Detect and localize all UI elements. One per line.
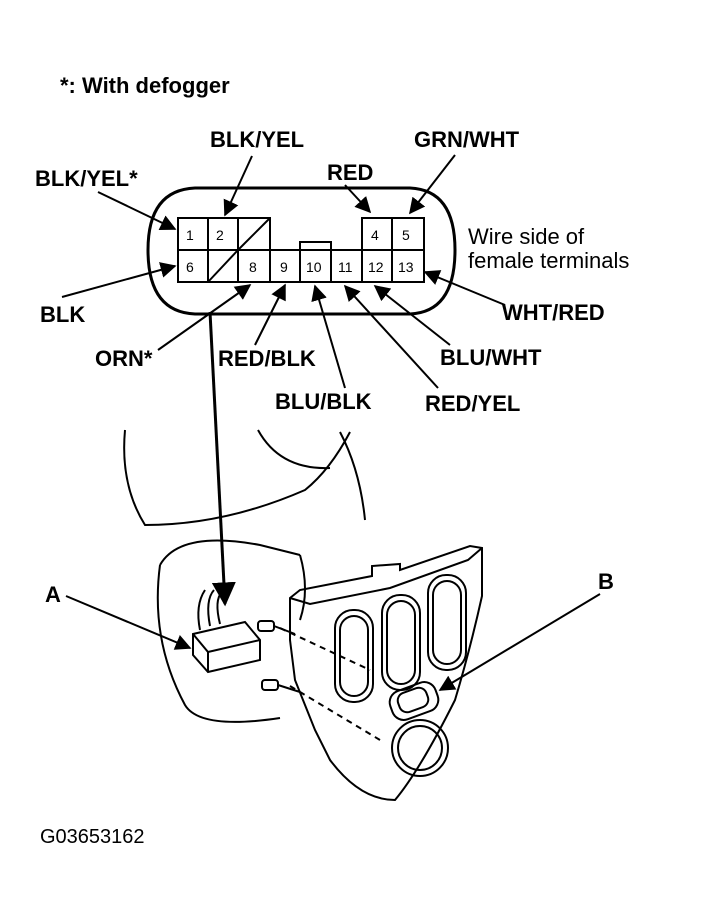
- wire-label-blu-blk: BLU/BLK: [275, 389, 372, 414]
- wire-label-blk-yel: BLK/YEL: [210, 127, 304, 152]
- connector-description-line1: Wire side of: [468, 224, 585, 249]
- pin-cell: [391, 249, 425, 283]
- pin-number: 12: [368, 259, 384, 275]
- control-unit-a: [192, 589, 261, 674]
- pin-cell: [237, 249, 271, 283]
- pin-number: 10: [306, 259, 322, 275]
- wire-label-wht-red: WHT/RED: [502, 300, 605, 325]
- screw-icon: [261, 679, 301, 693]
- pin-number: 4: [371, 227, 379, 243]
- pin-number: 9: [280, 259, 288, 275]
- pin-number: 1: [186, 227, 194, 243]
- connector-description-line2: female terminals: [468, 248, 629, 273]
- wire-label-blu-wht: BLU/WHT: [440, 345, 542, 370]
- callout-b-leader: [438, 593, 601, 691]
- pin-number: 2: [216, 227, 224, 243]
- leader-arrows: [61, 154, 506, 607]
- callout-a-leader: [65, 595, 192, 650]
- connector-latch: [299, 241, 332, 251]
- pin-number: 6: [186, 259, 194, 275]
- wire-label-blk: BLK: [40, 302, 85, 327]
- pin-number: 13: [398, 259, 414, 275]
- wire-label-blk-yel-star: BLK/YEL*: [35, 166, 138, 191]
- callout-b: B: [598, 569, 614, 594]
- pin-number: 5: [402, 227, 410, 243]
- pin-cell: [361, 217, 393, 251]
- figure-id: G03653162: [40, 826, 145, 848]
- pin-number: 8: [249, 259, 257, 275]
- pin-cell: [361, 249, 393, 283]
- wire-label-orn-star: ORN*: [95, 346, 153, 371]
- wire-label-red-yel: RED/YEL: [425, 391, 520, 416]
- wire-label-grn-wht: GRN/WHT: [414, 127, 520, 152]
- callout-a: A: [45, 582, 61, 607]
- defogger-note: *: With defogger: [60, 73, 230, 98]
- pin-cell: [177, 249, 209, 283]
- wire-label-red-blk: RED/BLK: [218, 346, 316, 371]
- wire-label-red: RED: [327, 160, 373, 185]
- dashboard-illustration: [123, 429, 483, 802]
- pin-number: 11: [338, 259, 353, 275]
- connector: 1 2 4 5 6 8 9 10 11 12 13: [146, 186, 457, 316]
- defogger-switch: [388, 681, 440, 721]
